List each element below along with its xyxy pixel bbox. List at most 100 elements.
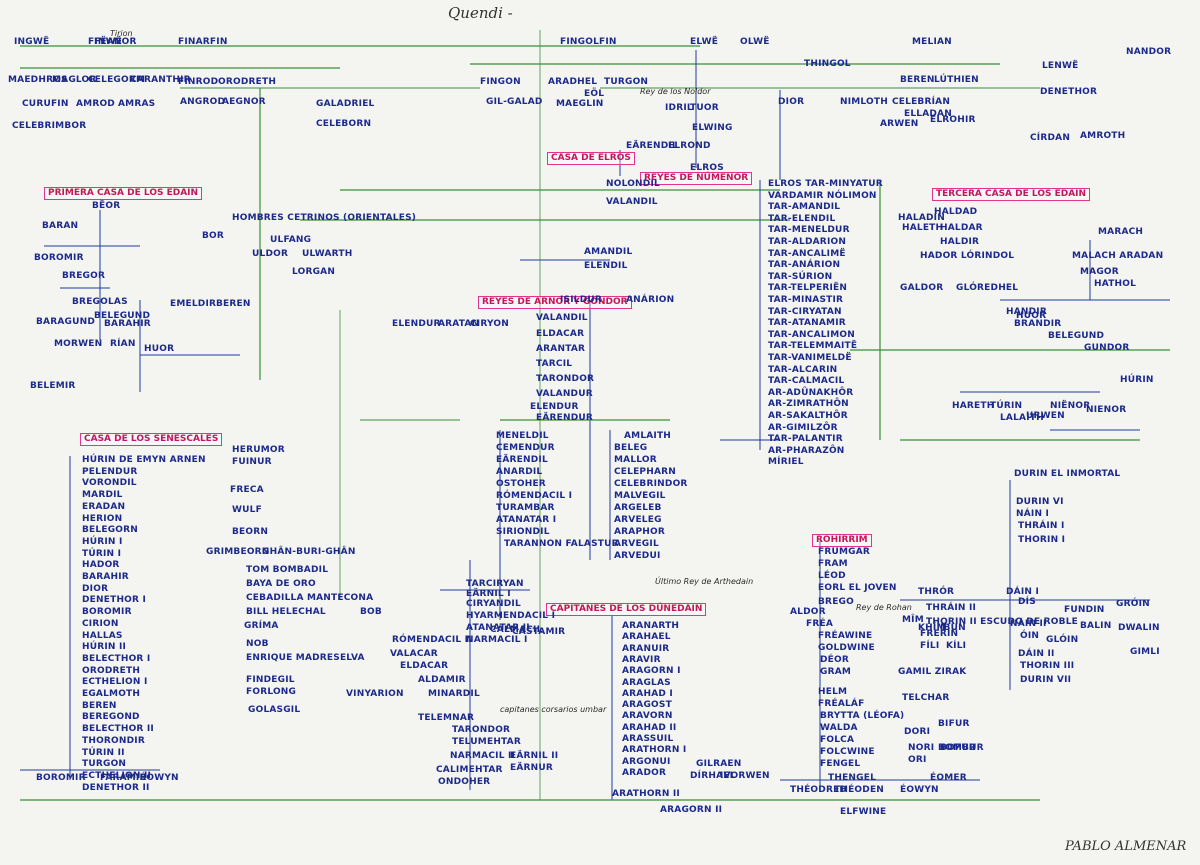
sindar-figure: THINGOL xyxy=(804,59,851,69)
steward: ECTHELION II xyxy=(82,770,152,781)
nandor-figure: DENETHOR xyxy=(1040,87,1098,97)
steward: HÚRIN II xyxy=(82,642,127,653)
dwarf: NORI xyxy=(908,743,935,753)
gondor-king: CIRYANDIL xyxy=(466,599,521,609)
first-house-member: HUOR xyxy=(144,344,175,354)
andunie-lord: AMANDIL xyxy=(584,247,633,257)
sindar-figure: LÚTHIEN xyxy=(934,75,979,85)
first-house-member: BREGOLAS xyxy=(72,297,128,307)
arnor-king: ELDACAR xyxy=(536,329,585,339)
dwarf: GLÓIN xyxy=(1046,635,1079,645)
gondor-king: TARONDOR xyxy=(452,725,511,735)
dunedain-chief: ARAGORN II xyxy=(660,805,723,815)
dunedain-chief: ARADOR xyxy=(622,767,667,778)
andunie-lord: NOLONDIL xyxy=(606,179,660,189)
easterling: ULFANG xyxy=(270,235,312,245)
third-house-member: URWEN xyxy=(1026,411,1065,421)
rohan-king: ÉOMER xyxy=(930,773,967,783)
dwarf: THORIN III xyxy=(1020,661,1075,671)
dwarf: FRERIN xyxy=(920,629,959,639)
dwarf: GAMIL ZIRAK xyxy=(898,667,967,677)
arnor-king: TARONDOR xyxy=(536,374,595,384)
arnor-king: CIRYON xyxy=(470,319,509,329)
dwarf: THRÁIN I xyxy=(1018,521,1065,531)
other-person: GOLASGIL xyxy=(248,705,301,715)
noldor-king: INGWË xyxy=(14,37,50,47)
arnor-king: ARVELEG xyxy=(614,515,662,525)
dunedain-chief: GILRAEN xyxy=(696,759,742,769)
other-person: GHÂN-BURI-GHÂN xyxy=(262,547,356,557)
sindar-figure: ELWING xyxy=(692,123,733,133)
haladin-member: HALDIR xyxy=(940,237,980,247)
numenor-king: TAR-ANÁRION xyxy=(768,260,841,271)
dwarf: FUNDIN xyxy=(1064,605,1105,615)
gondor-king: TARCIRYAN xyxy=(466,579,524,589)
dwarf: BOFUR xyxy=(940,743,976,753)
dwarf: BALIN xyxy=(1080,621,1112,631)
numenor-king: AR-ZIMRATHÔN xyxy=(768,399,849,410)
gondor-king: EÄRENDIL xyxy=(496,455,548,465)
andunie-lord: VALANDIL xyxy=(606,197,658,207)
gondor-king: VALACAR xyxy=(390,649,438,659)
first-house-member: BËOR xyxy=(92,201,121,211)
dwarf: KHÎM xyxy=(918,623,946,633)
haladin-member: HALDAR xyxy=(940,223,983,233)
sindar-figure: CELEBRÍAN xyxy=(892,97,951,107)
numenor-king: MÍRIEL xyxy=(768,457,804,468)
gondor-king: ELDACAR xyxy=(400,661,449,671)
gondor-king: TELEMNAR xyxy=(418,713,475,723)
nandor-figure: LENWË xyxy=(1042,61,1079,71)
house-third-edain: TERCERA CASA DE LOS EDAIN xyxy=(932,188,1091,201)
other-person: GRÍMA xyxy=(244,621,279,631)
arnor-king: ARVEGIL xyxy=(614,539,659,549)
rohan-king: BREGO xyxy=(818,597,854,607)
finarfin-descendant: AEGNOR xyxy=(222,97,266,107)
other-person: FINDEGIL xyxy=(246,675,295,685)
dwarf: GRÓIN xyxy=(1116,599,1150,609)
note-text: Rey de los Noldor xyxy=(640,87,711,96)
easterling: BOR xyxy=(202,231,225,241)
arnor-king: CELEBRINDOR xyxy=(614,479,688,489)
third-house-member: MALACH ARADAN xyxy=(1072,251,1164,261)
steward: VORONDIL xyxy=(82,478,137,489)
gondor-king: CASTAMIR xyxy=(512,627,566,637)
son-of-feanor: AMROD xyxy=(76,99,115,109)
note-text: capitanes corsarios umbar xyxy=(500,705,607,714)
gondor-king: ANARDIL xyxy=(496,467,543,477)
gondor-king: MENELDIL xyxy=(496,431,549,441)
dwarf: IBUN xyxy=(940,623,966,633)
rohan-king: ALDOR xyxy=(790,607,826,617)
dunedain-chief: ARAHAD I xyxy=(622,688,673,699)
son-of-feanor: CARANTHIR xyxy=(130,75,191,85)
fingolfin-descendant: MAEGLIN xyxy=(556,99,604,109)
numenor-king: VARDAMIR NÓLIMON xyxy=(768,190,877,201)
rohan-king: GRAM xyxy=(820,667,852,677)
fingolfin-descendant: TUOR xyxy=(690,103,719,113)
arnor-king: MALLOR xyxy=(614,455,657,465)
gondor-king: EÄRNIL II xyxy=(510,751,559,761)
numenor-king: TAR-VANIMELDË xyxy=(768,353,852,363)
rohan-king: DÉOR xyxy=(820,655,849,665)
fingolfin-descendant: FINGON xyxy=(480,77,521,87)
steward: ERADAN xyxy=(82,501,126,512)
arnor-king: ELENDUR xyxy=(392,319,441,329)
dwarf: DURIN VII xyxy=(1020,675,1072,685)
sindar-figure: ELLADAN xyxy=(904,109,952,119)
gondor-king: TARANNON FALASTUR xyxy=(504,539,619,549)
steward: HERION xyxy=(82,513,123,524)
steward: CIRION xyxy=(82,618,119,629)
third-house-member: MARACH xyxy=(1098,227,1144,237)
other-person: TOM BOMBADIL xyxy=(246,565,329,575)
gondor-king: RÓMENDACIL I xyxy=(496,491,573,501)
numenor-king: AR-ADÛNAKHÔR xyxy=(768,387,854,398)
haladin-member: HALADIN xyxy=(898,213,945,223)
gondor-king: CALMACIL xyxy=(490,625,543,635)
steward: ORODRETH xyxy=(82,665,141,676)
third-house-member: GLÓREDHEL xyxy=(956,283,1019,293)
gondor-king: VINYARION xyxy=(346,689,404,699)
note-text: Rey de Rohan xyxy=(856,603,912,612)
rohan-king: LÉOD xyxy=(818,571,846,581)
rohan-king: THÉODEN xyxy=(834,785,885,795)
steward: MARDIL xyxy=(82,490,123,501)
steward: TÚRIN II xyxy=(82,747,125,758)
